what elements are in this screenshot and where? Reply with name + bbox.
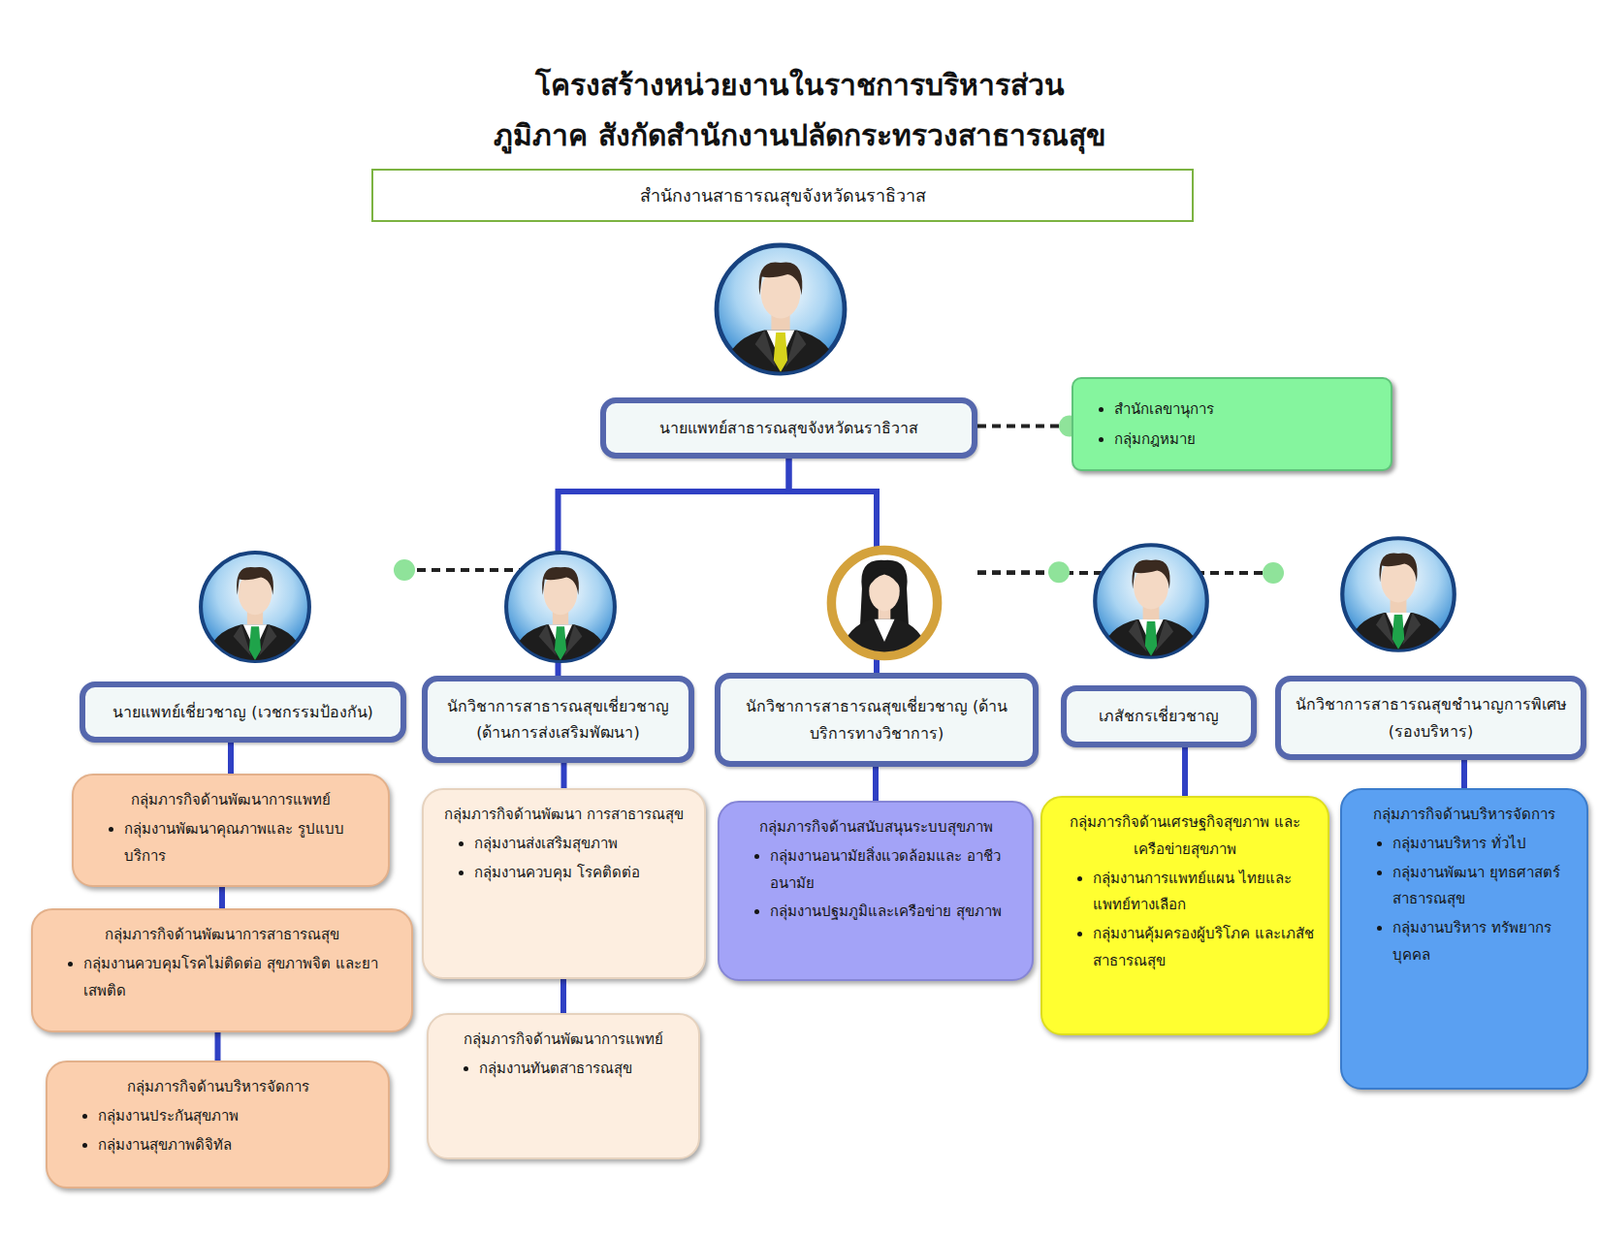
unit-list: กลุ่มงานพัฒนาคุณภาพและ รูปแบบบริการ: [87, 816, 375, 871]
position-box: นายแพทย์เชี่ยวชาญ (เวชกรรมป้องกัน): [79, 681, 407, 743]
unit-item: สำนักเลขานุการ: [1114, 395, 1381, 424]
unit-item: กลุ่มงานควบคุมโรคไม่ติดต่อ สุขภาพจิต และ…: [83, 951, 398, 1006]
position-box: นักวิชาการสาธารณสุขชำนาญการพิเศษ (รองบริ…: [1275, 675, 1587, 761]
org-connector: [1182, 747, 1188, 797]
box-label: เภสัชกรเชี่ยวชาญ: [1098, 703, 1219, 730]
unit-list: กลุ่มงานส่งเสริมสุขภาพกลุ่มงานควบคุม โรค…: [437, 831, 691, 888]
org-connector: [215, 1032, 222, 1061]
dashed-link: [406, 568, 601, 573]
mission-group-box: กลุ่มภารกิจด้านพัฒนา การสาธารณสุขกลุ่มงา…: [421, 788, 706, 980]
group-heading: กลุ่มภารกิจด้านพัฒนา การสาธารณสุข: [437, 801, 691, 830]
position-box: นายแพทย์สาธารณสุขจังหวัดนราธิวาส: [600, 397, 978, 459]
group-heading: กลุ่มภารกิจด้านพัฒนาการแพทย์: [442, 1026, 685, 1055]
unit-list: สำนักเลขานุการกลุ่มกฎหมาย: [1077, 393, 1381, 455]
unit-item: กลุ่มงานประกันสุขภาพ: [97, 1103, 375, 1131]
group-heading: กลุ่มภารกิจด้านพัฒนาการสาธารณสุข: [46, 922, 398, 950]
link-dot: [393, 559, 416, 581]
unit-list: กลุ่มงานประกันสุขภาพกลุ่มงานสุขภาพดิจิทั…: [61, 1103, 375, 1160]
person-avatar: [831, 549, 937, 665]
mission-group-box: กลุ่มภารกิจด้านบริหารจัดการกลุ่มงานประกั…: [45, 1060, 390, 1189]
unit-list: กลุ่มงานอนามัยสิ่งแวดล้อมและ อาชีวอนามัย…: [733, 843, 1019, 927]
link-dot: [1048, 561, 1070, 583]
unit-list: กลุ่มงานควบคุมโรคไม่ติดต่อ สุขภาพจิต และ…: [46, 951, 398, 1006]
org-connector: [558, 458, 790, 676]
group-heading: กลุ่มภารกิจด้านบริหารจัดการ: [1355, 801, 1573, 830]
box-label: นายแพทย์เชี่ยวชาญ (เวชกรรมป้องกัน): [112, 699, 374, 726]
unit-item: กลุ่มงานอนามัยสิ่งแวดล้อมและ อาชีวอนามัย: [769, 843, 1019, 898]
unit-item: กลุ่มงานคุ้มครองผู้บริโภค และเภสัชสาธารณ…: [1092, 921, 1314, 976]
org-connector: [227, 742, 234, 774]
unit-item: กลุ่มงานพัฒนา ยุทธศาสตร์ สาธารณสุข: [1392, 860, 1573, 915]
group-heading: กลุ่มภารกิจด้านสนับสนุนระบบสุขภาพ: [733, 814, 1019, 842]
group-heading: กลุ่มภารกิจด้านเศรษฐกิจสุขภาพ และเครือข่…: [1056, 809, 1314, 864]
mission-group-box: กลุ่มภารกิจด้านพัฒนาการแพทย์กลุ่มงานทันต…: [426, 1013, 701, 1160]
org-connector: [560, 979, 567, 1014]
position-box: เภสัชกรเชี่ยวชาญ: [1060, 685, 1257, 748]
box-label: นักวิชาการสาธารณสุขเชี่ยวชาญ (ด้านการส่ง…: [437, 693, 679, 746]
org-connector: [789, 458, 878, 673]
unit-item: กลุ่มงานบริหาร ทรัพยากรบุคคล: [1392, 915, 1573, 970]
box-label: นายแพทย์สาธารณสุขจังหวัดนราธิวาส: [659, 415, 919, 442]
diagram-title: โครงสร้างหน่วยงานในราชการบริหารส่วนภูมิภ…: [489, 60, 1111, 161]
position-box: นักวิชาการสาธารณสุขเชี่ยวชาญ (ด้านการส่ง…: [421, 675, 695, 764]
link-dot: [1262, 562, 1284, 584]
box-label: นักวิชาการสาธารณสุขเชี่ยวชาญ (ด้านบริการ…: [730, 693, 1024, 746]
unit-item: กลุ่มงานการแพทย์แผน ไทยและแพทย์ทางเลือก: [1092, 865, 1314, 921]
mission-group-box: กลุ่มภารกิจด้านพัฒนาการแพทย์กลุ่มงานพัฒน…: [71, 773, 390, 888]
dashed-link: [977, 571, 1276, 576]
office-band: สำนักงานสาธารณสุขจังหวัดนราธิวาส: [371, 168, 1194, 223]
box-label: นักวิชาการสาธารณสุขชำนาญการพิเศษ (รองบริ…: [1290, 691, 1571, 744]
unit-item: กลุ่มกฎหมาย: [1114, 425, 1381, 454]
person-avatar: [716, 245, 845, 380]
person-avatar: [1094, 544, 1208, 663]
box-label: สำนักงานสาธารณสุขจังหวัดนราธิวาส: [640, 181, 927, 210]
org-connector: [1461, 760, 1468, 789]
unit-list: กลุ่มงานการแพทย์แผน ไทยและแพทย์ทางเลือกก…: [1056, 865, 1314, 976]
mission-group-box: กลุ่มภารกิจด้านสนับสนุนระบบสุขภาพกลุ่มงา…: [717, 800, 1034, 982]
group-heading: กลุ่มภารกิจด้านพัฒนาการแพทย์: [87, 787, 375, 815]
org-connector: [219, 887, 225, 909]
unit-item: กลุ่มงานทันตสาธารณสุข: [479, 1056, 685, 1084]
mission-group-box: กลุ่มภารกิจด้านบริหารจัดการกลุ่มงานบริหา…: [1340, 788, 1589, 1090]
unit-item: กลุ่มงานบริหาร ทั่วไป: [1392, 831, 1573, 859]
link-dot: [1058, 416, 1081, 438]
group-heading: กลุ่มภารกิจด้านบริหารจัดการ: [61, 1074, 375, 1102]
unit-item: กลุ่มงานส่งเสริมสุขภาพ: [474, 831, 691, 859]
position-box: นักวิชาการสาธารณสุขเชี่ยวชาญ (ด้านบริการ…: [714, 672, 1039, 768]
mission-group-box: กลุ่มภารกิจด้านพัฒนาการสาธารณสุขกลุ่มงาน…: [31, 908, 414, 1033]
unit-list: กลุ่มงานบริหาร ทั่วไปกลุ่มงานพัฒนา ยุทธศ…: [1355, 831, 1573, 970]
org-connector: [561, 763, 568, 789]
person-avatar: [200, 552, 310, 667]
mission-group-box: กลุ่มภารกิจด้านเศรษฐกิจสุขภาพ และเครือข่…: [1040, 796, 1330, 1036]
unit-item: กลุ่มงานพัฒนาคุณภาพและ รูปแบบบริการ: [124, 816, 375, 871]
org-connector: [872, 767, 879, 801]
dashed-link: [977, 424, 1072, 429]
unit-list: กลุ่มงานทันตสาธารณสุข: [442, 1056, 685, 1084]
support-unit-box: สำนักเลขานุการกลุ่มกฎหมาย: [1071, 377, 1393, 472]
person-avatar: [1342, 538, 1455, 656]
unit-item: กลุ่มงานสุขภาพดิจิทัล: [97, 1132, 375, 1160]
unit-item: กลุ่มงานปฐมภูมิและเครือข่าย สุขภาพ: [769, 898, 1019, 927]
unit-item: กลุ่มงานควบคุม โรคติดต่อ: [474, 860, 691, 888]
